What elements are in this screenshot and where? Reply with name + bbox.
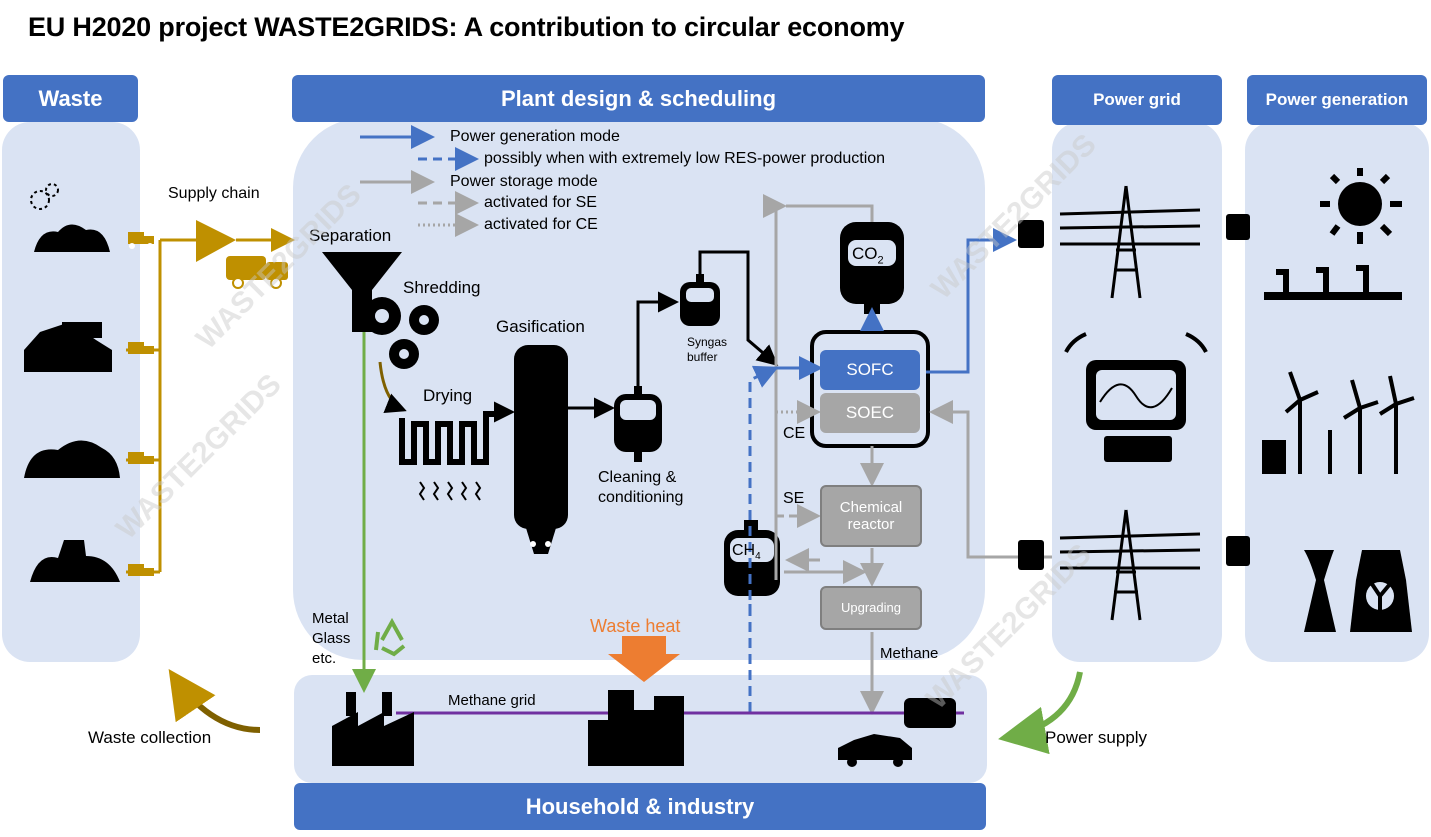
soec-box: SOEC: [820, 393, 920, 433]
methane-label: Methane: [880, 645, 939, 662]
waste-heat-arrow: [608, 636, 680, 682]
waste-header: Waste: [3, 75, 138, 122]
methane-grid-label: Methane grid: [448, 692, 536, 709]
waste-panel: [2, 122, 140, 662]
separation-label: Separation: [309, 226, 392, 245]
ce-label: CE: [783, 425, 806, 442]
se-label: SE: [783, 490, 805, 507]
power-grid-header: Power grid: [1052, 75, 1222, 125]
transformer-icons: [1018, 214, 1250, 570]
legend-power-storage-mode: Power storage mode: [450, 173, 598, 190]
gears-icon: [363, 297, 439, 369]
ch4-text: CH: [732, 542, 756, 559]
syngas-label-line2: buffer: [687, 350, 718, 364]
recycle-icon: [374, 617, 406, 657]
sun-solar-icon: [1264, 168, 1402, 300]
car-icon: [838, 734, 912, 760]
waste-heat-label: Waste heat: [590, 616, 681, 636]
gasification-label: Gasification: [496, 317, 585, 336]
power-generation-header: Power generation: [1247, 75, 1427, 125]
waste-pile-icons: [24, 183, 120, 582]
power-supply-label: Power supply: [1045, 728, 1148, 747]
nuclear-plant-icon: [1304, 550, 1412, 632]
upgrading-box: Upgrading: [820, 586, 922, 630]
co2-tank-icon: [840, 222, 904, 314]
shredding-label: Shredding: [403, 278, 481, 297]
generation-mode-lines: [776, 228, 1017, 380]
sofc-box: SOFC: [820, 350, 920, 390]
chemical-reactor-box: Chemical reactor: [820, 485, 922, 547]
supply-chain-triangle: [196, 220, 236, 262]
cleaning-vessel-icon: [614, 386, 662, 462]
factory-icon: [332, 692, 414, 766]
waste-collection-label: Waste collection: [88, 728, 212, 747]
power-supply-arrow: [998, 671, 1083, 755]
co2-text: CO: [852, 244, 878, 263]
legend-activated-se: activated for SE: [484, 194, 597, 211]
legend-low-res: possibly when with extremely low RES-pow…: [484, 150, 886, 167]
pylon-icons: [1059, 185, 1201, 621]
page-title: EU H2020 project WASTE2GRIDS: A contribu…: [28, 12, 905, 42]
reactor-line2: reactor: [847, 516, 895, 533]
household-header: Household & industry: [294, 783, 986, 830]
etc-label: etc.: [312, 650, 337, 667]
ch4-tank-icon: [724, 520, 780, 596]
reactor-line1: Chemical: [839, 498, 903, 516]
truck-icons: [128, 232, 288, 576]
power-generation-panel: [1245, 122, 1429, 662]
cleaning-label-line1: Cleaning &: [598, 469, 677, 486]
gasifier-icon: [514, 345, 568, 554]
glass-label: Glass: [312, 630, 351, 647]
ch4-subscript: 4: [755, 551, 761, 563]
shredding-to-drying-arrow: [378, 361, 407, 414]
co2-label: CO2: [852, 244, 884, 267]
plant-header: Plant design & scheduling: [292, 75, 985, 122]
cleaning-label-line2: conditioning: [598, 489, 684, 506]
syngas-buffer-icon: [680, 274, 720, 326]
ch4-label: CH4: [732, 542, 761, 563]
storage-mode-lines: [763, 194, 1052, 715]
waste-collection-arrow: [168, 669, 261, 733]
heat-waves-icon: [418, 481, 482, 501]
monitor-icon: [1064, 332, 1208, 462]
metal-label: Metal: [312, 610, 349, 627]
syngas-label-line1: Syngas: [687, 335, 728, 349]
drying-label: Drying: [423, 386, 473, 405]
power-station-icon: [1262, 440, 1286, 474]
drying-coil-icon: [399, 411, 500, 465]
supply-chain-label: Supply chain: [168, 185, 260, 202]
legend-power-generation-mode: Power generation mode: [450, 128, 620, 145]
wind-turbines-icon: [1284, 371, 1415, 474]
legend-activated-ce: activated for CE: [484, 216, 598, 233]
tram-icon: [904, 698, 956, 728]
co2-subscript: 2: [877, 254, 884, 267]
city-buildings-icon: [588, 690, 684, 766]
